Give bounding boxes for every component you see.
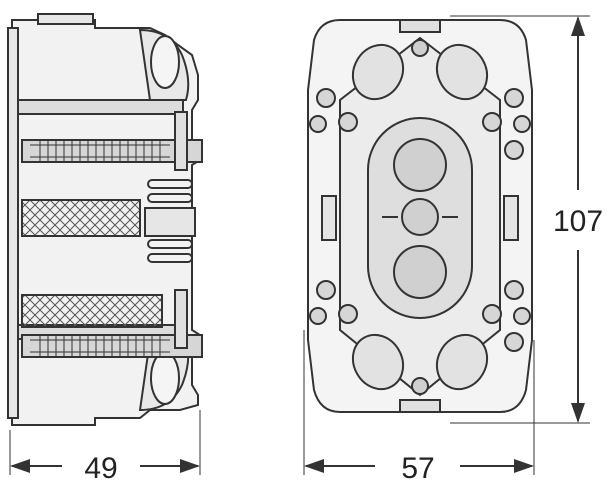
front-width-label: 57 bbox=[401, 452, 434, 485]
side-width-label: 49 bbox=[84, 452, 117, 485]
dimension-front-width: 57 bbox=[303, 330, 535, 485]
dimension-side-width: 49 bbox=[9, 410, 201, 485]
dimension-front-height: 107 bbox=[450, 15, 603, 424]
side-view bbox=[7, 13, 203, 426]
front-height-label: 107 bbox=[553, 205, 603, 238]
front-view bbox=[307, 19, 533, 413]
